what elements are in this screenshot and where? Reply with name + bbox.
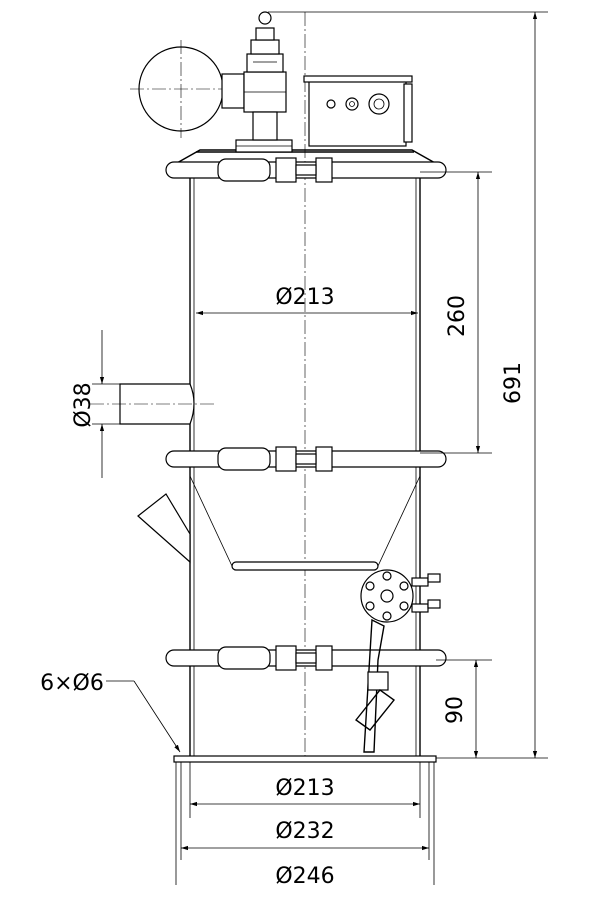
leader-holes: 6×Ø6 [40,671,181,753]
clamp-band-2 [165,446,447,472]
dimension-body-diameter: Ø213 [196,285,418,316]
dimension-bottom-group: Ø213 Ø232 Ø246 [175,762,435,889]
discharge-valve [360,569,441,623]
vacuum-gauge [130,40,232,138]
discharge-flap [354,618,396,753]
dimension-text-holes: 6×Ø6 [40,671,104,696]
dimension-text-691: 691 [501,362,526,404]
dimension-upper-height: 260 [420,171,492,454]
dimension-text-260: 260 [445,295,470,337]
dimension-text-90: 90 [443,696,468,724]
dimension-inlet-diameter: Ø38 [71,330,122,478]
inlet-pipe [90,383,215,425]
base-flange [173,755,437,763]
dimension-text-d38: Ø38 [71,382,96,427]
hopper-cone [189,475,421,571]
dimension-lower-height: 90 [436,659,492,758]
dimension-text-d213-bottom: Ø213 [275,776,334,801]
control-box [303,75,413,147]
dimension-total-height: 691 [268,11,548,759]
valve-assembly [221,11,287,141]
dimension-text-d246: Ø246 [275,864,334,889]
dimension-text-d213-top: Ø213 [275,285,334,310]
angled-inlet [137,493,191,564]
clamp-band-3 [165,645,447,671]
dimension-text-d232: Ø232 [275,819,334,844]
clamp-band-1 [165,157,447,183]
